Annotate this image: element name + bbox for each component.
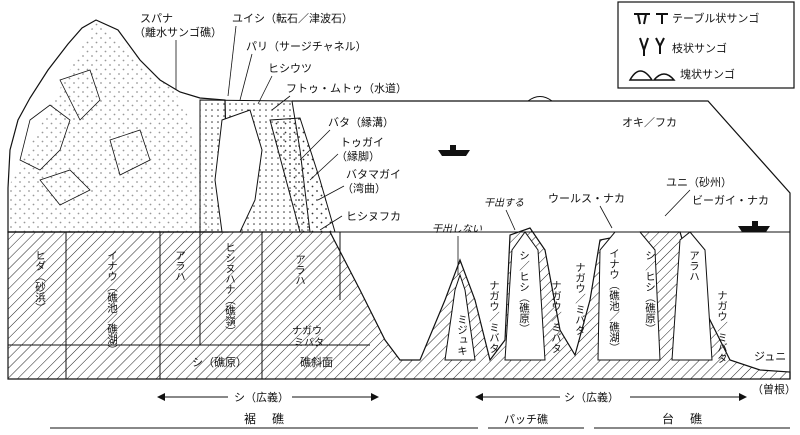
- ship-icon: [438, 145, 470, 156]
- legend-branching-coral: 枝状サンゴ: [672, 41, 727, 55]
- reef-body-hatched: [7, 227, 791, 380]
- range-labels: シ（広義） シ（広義） 裾 礁 パッチ礁 台 礁: [234, 390, 704, 426]
- range-arrows: [50, 393, 790, 429]
- label-hishiutsu: ヒシウツ: [268, 62, 312, 75]
- zone-juni: ジュニ: [754, 350, 786, 363]
- zone-sone: （曽根）: [752, 382, 796, 396]
- legend: テーブル状サンゴ 枝状サンゴ 塊状サンゴ: [617, 1, 795, 89]
- zone-hishinuhana: ヒシヌハナ（礁嶺）: [224, 242, 236, 337]
- reef-flat-left: [199, 99, 336, 233]
- label-pari: パリ（サージチャネル）: [246, 40, 367, 53]
- label-yuishi: ユイシ（転石／津波石）: [232, 12, 353, 25]
- zone-shi-hin-2: シ／ヒシ（礁原）: [644, 250, 656, 334]
- label-supana-sub: （離水サンゴ礁）: [134, 25, 222, 39]
- zone-labels: ヒダ（砂浜） イナウ（礁池／礁湖） アラハ ヒシヌハナ（礁嶺） アラハ ナガウ …: [34, 242, 796, 396]
- table-coral-icon: [634, 13, 668, 25]
- zone-hida: ヒダ（砂浜）: [34, 250, 46, 313]
- label-yuni: ユニ（砂州）: [666, 176, 732, 189]
- label-urusu-naka: ウールス・ナカ: [548, 192, 625, 205]
- label-bata: バタ（縁溝）: [328, 115, 394, 129]
- reef-type-fringing: 裾 礁: [244, 411, 286, 426]
- label-biigai-naka: ビーガイ・ナカ: [692, 194, 769, 207]
- sea-surface: [292, 96, 791, 379]
- label-batamagai: バタマガイ: [346, 168, 401, 181]
- reef-type-patch: パッチ礁: [504, 412, 548, 426]
- range-shi-kougi-2: シ（広義）: [564, 390, 619, 404]
- label-hishinufuka: ヒシヌフカ: [346, 210, 401, 223]
- label-tougai: トゥガイ: [340, 136, 384, 149]
- label-batamagai-sub: （湾曲）: [342, 181, 386, 195]
- label-futu-mutu: フトゥ・ムトゥ（水道）: [286, 81, 407, 95]
- ship-icon-right: [738, 221, 770, 232]
- zone-nagau-mibata-5: ナガウ／ミバタ: [716, 290, 728, 364]
- label-tougai-sub: （縁脚）: [336, 149, 380, 163]
- massive-coral-icon: [628, 70, 676, 81]
- zone-nagau-mibata-2: ナガウ／ミバタ: [488, 280, 500, 354]
- label-oki-fuka: オキ／フカ: [622, 116, 677, 129]
- zone-inau-2: イナウ（礁池／礁湖）: [608, 248, 620, 353]
- zone-shi-hin-1: シ／ヒシ（礁原）: [518, 250, 530, 334]
- zone-reef-slope: 礁斜面: [300, 355, 333, 369]
- column-dividers: [8, 232, 370, 379]
- raised-reef-land: [7, 19, 229, 233]
- label-supana: スパナ: [140, 12, 173, 25]
- feature-labels: スパナ （離水サンゴ礁） ユイシ（転石／津波石） パリ（サージチャネル） ヒシウ…: [134, 12, 769, 235]
- branching-coral-icon: [639, 37, 665, 56]
- label-hidashinai: 干出しない: [432, 223, 482, 235]
- zone-nagau-mibata-3: ナガウ／ミバタ: [550, 280, 562, 354]
- legend-table-coral: テーブル状サンゴ: [672, 11, 759, 25]
- reef-type-platform: 台 礁: [662, 411, 704, 426]
- zone-araha-2: アラハ: [294, 254, 306, 286]
- legend-massive-coral: 塊状サンゴ: [680, 67, 735, 81]
- zone-nagau-mibata-4: ナガウ／ミバタ: [574, 262, 586, 336]
- range-shi-kougi-1: シ（広義）: [234, 390, 289, 404]
- zone-araha-1: アラハ: [174, 250, 186, 282]
- zone-mibata: ミバタ: [294, 337, 324, 349]
- zone-shi-genbara: シ（礁原）: [192, 355, 247, 369]
- zone-nagau: ナガウ: [292, 325, 322, 337]
- zone-mijuki: ミジュキ: [456, 314, 468, 356]
- zone-inau-1: イナウ（礁池／礁湖）: [106, 250, 118, 355]
- leader-lines: [175, 25, 691, 275]
- zone-araha-3: アラハ: [688, 250, 700, 282]
- label-hidasuru: 干出する: [484, 197, 524, 209]
